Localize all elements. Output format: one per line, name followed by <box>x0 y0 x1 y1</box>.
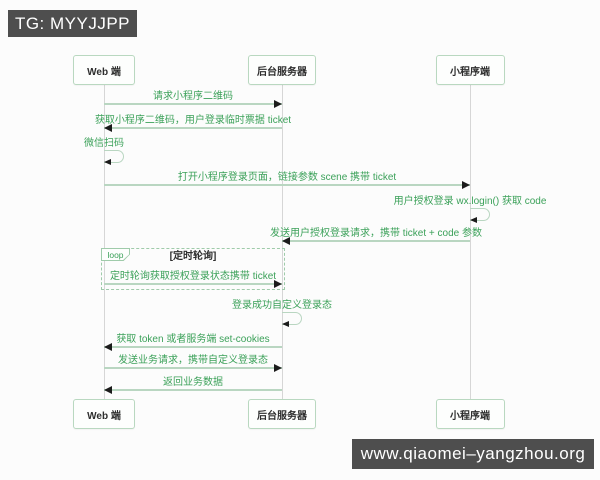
message-line <box>104 389 282 391</box>
actor-box-server-top: 后台服务器 <box>248 55 316 85</box>
message-label: 发送业务请求，携带自定义登录态 <box>118 355 268 366</box>
message-label: 返回业务数据 <box>163 377 223 388</box>
message-label: 请求小程序二维码 <box>153 91 233 102</box>
message-arrowhead <box>104 123 112 132</box>
self-message-arrowhead <box>470 217 477 223</box>
message-arrowhead <box>274 279 282 288</box>
watermark-bottom-badge: www.qiaomei–yangzhou.org <box>352 439 594 469</box>
message-label: 定时轮询获取授权登录状态携带 ticket <box>109 271 277 282</box>
actor-box-mini-bottom: 小程序端 <box>435 399 505 429</box>
message-arrowhead <box>274 99 282 108</box>
loop-fragment-frame <box>101 248 285 290</box>
message-label: 发送用户授权登录请求，携带 ticket + code 参数 <box>270 228 482 239</box>
actor-box-mini-top: 小程序端 <box>435 55 505 85</box>
message-line <box>104 367 282 369</box>
message-arrowhead <box>274 363 282 372</box>
self-message-label: 微信扫码 <box>84 138 124 149</box>
message-arrowhead <box>104 342 112 351</box>
loop-fragment-tab-label: loop <box>102 249 129 260</box>
message-arrowhead <box>104 385 112 394</box>
message-line <box>282 240 470 242</box>
self-message-arc <box>104 150 124 163</box>
actor-box-web-top: Web 端 <box>73 55 135 85</box>
self-message-label: 登录成功自定义登录态 <box>232 300 332 311</box>
message-line <box>104 184 470 186</box>
lifeline-mini <box>469 85 471 399</box>
self-message-arrowhead <box>282 321 289 327</box>
actor-box-server-bottom: 后台服务器 <box>248 399 316 429</box>
message-label: 打开小程序登录页面，链接参数 scene 携带 ticket <box>177 172 397 183</box>
message-line <box>104 283 282 285</box>
message-arrowhead <box>462 180 470 189</box>
self-message-arc <box>470 208 490 221</box>
watermark-top-badge: TG: MYYJJPP <box>8 10 137 37</box>
loop-fragment-tab: loop <box>101 248 130 261</box>
self-message-arrowhead <box>104 159 111 165</box>
lifeline-web <box>103 85 105 399</box>
actor-box-web-bottom: Web 端 <box>73 399 135 429</box>
loop-fragment-title: [定时轮询] <box>169 251 217 262</box>
message-line <box>104 103 282 105</box>
self-message-arc <box>282 312 302 325</box>
self-message-label: 用户授权登录 wx.login() 获取 code <box>393 196 547 207</box>
message-label: 获取小程序二维码，用户登录临时票据 ticket <box>94 115 292 126</box>
message-label: 获取 token 或者服务端 set-cookies <box>116 334 270 345</box>
message-line <box>104 127 282 129</box>
message-arrowhead <box>282 236 290 245</box>
message-line <box>104 346 282 348</box>
